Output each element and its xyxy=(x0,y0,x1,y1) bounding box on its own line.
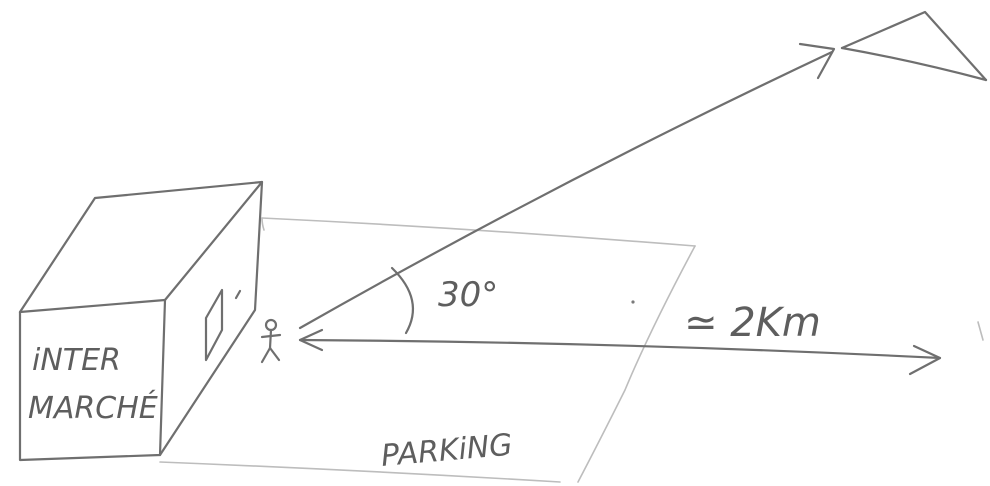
sight-line-arrow xyxy=(300,44,834,328)
angle-label: 30° xyxy=(438,275,498,315)
parking-label: PARKiNG xyxy=(380,428,514,474)
angle-arc xyxy=(392,268,413,333)
store-name-line2: MARCHÉ xyxy=(28,390,158,426)
person-figure xyxy=(262,320,280,362)
distance-label: ≃ 2Km xyxy=(684,300,821,346)
distance-arrow xyxy=(300,330,940,374)
mountain-peak xyxy=(842,12,986,80)
store-name-line1: iNTER xyxy=(32,343,121,378)
